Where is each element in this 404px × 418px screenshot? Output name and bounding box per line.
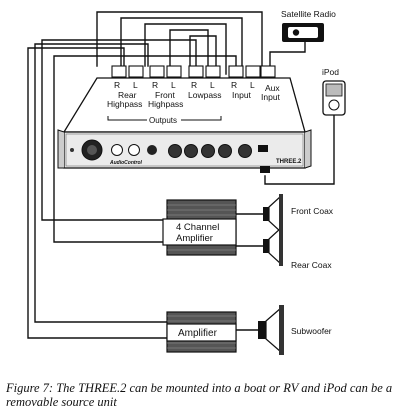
- rear-coax-speaker: Rear Coax: [263, 226, 332, 270]
- unit-brand: AudioControl: [109, 160, 143, 166]
- subwoofer-label: Subwoofer: [291, 326, 332, 336]
- port-front-sublabel: Highpass: [148, 99, 183, 109]
- satellite-radio-label: Satellite Radio: [281, 9, 336, 19]
- rca-label-5: R: [191, 80, 197, 90]
- port-input-label: Input: [232, 90, 252, 100]
- wire-loop-4: [169, 29, 209, 75]
- rca-label-4: L: [171, 80, 176, 90]
- amplifier: Amplifier: [166, 311, 237, 353]
- amplifier-label: Amplifier: [178, 328, 218, 339]
- port-aux-sublabel: Input: [261, 92, 281, 102]
- rca-label-3: R: [152, 80, 158, 90]
- port-lowpass-label: Lowpass: [188, 90, 222, 100]
- wire-loop-2: [120, 17, 243, 75]
- port-rear-label: Rear: [118, 90, 137, 100]
- port-front-label: Front: [155, 90, 175, 100]
- ipod-device: iPod: [322, 67, 346, 116]
- rca-label-2: L: [133, 80, 138, 90]
- three-2-unit: AudioControl THREE.2: [57, 77, 312, 173]
- unit-model: THREE.2: [276, 159, 302, 165]
- wire-ipod-to-unit: [264, 114, 335, 185]
- wire-input-down: [53, 55, 237, 243]
- wire-rear-highpass-down: [27, 47, 168, 339]
- rca-label-6: L: [210, 80, 215, 90]
- rca-connectors: [111, 65, 276, 78]
- port-aux-label: Aux: [265, 83, 280, 93]
- rca-label-8: L: [250, 80, 255, 90]
- rear-coax-label: Rear Coax: [291, 260, 332, 270]
- four-channel-amp-line2: Amplifier: [176, 233, 213, 244]
- wire-loop-1: [96, 11, 263, 75]
- wire-satellite-to-aux: [269, 41, 306, 75]
- wire-loop-5: [189, 35, 217, 75]
- wire-lowpass-down: [41, 39, 197, 221]
- subwoofer-speaker: Subwoofer: [258, 305, 332, 355]
- front-coax-label: Front Coax: [291, 206, 334, 216]
- four-channel-amplifier: 4 Channel Amplifier: [162, 199, 237, 256]
- ipod-label: iPod: [322, 67, 339, 77]
- wiring-diagram: Satellite Radio iPod AudioControl: [27, 9, 346, 355]
- front-coax-speaker: Front Coax: [263, 194, 334, 234]
- outputs-label: Outputs: [149, 116, 177, 125]
- rca-label-7: R: [231, 80, 237, 90]
- figure-caption: Figure 7: The THREE.2 can be mounted int…: [6, 381, 393, 409]
- satellite-radio: Satellite Radio: [281, 9, 336, 42]
- wire-front-highpass-down: [34, 43, 168, 323]
- outputs-bracket: Outputs: [107, 115, 222, 125]
- port-rear-sublabel: Highpass: [107, 99, 142, 109]
- wire-loop-3: [144, 23, 227, 75]
- port-labels: R L R L R L R L Rear Highpass Front High…: [107, 80, 281, 109]
- four-channel-amp-line1: 4 Channel: [176, 222, 219, 233]
- rca-label-1: R: [114, 80, 120, 90]
